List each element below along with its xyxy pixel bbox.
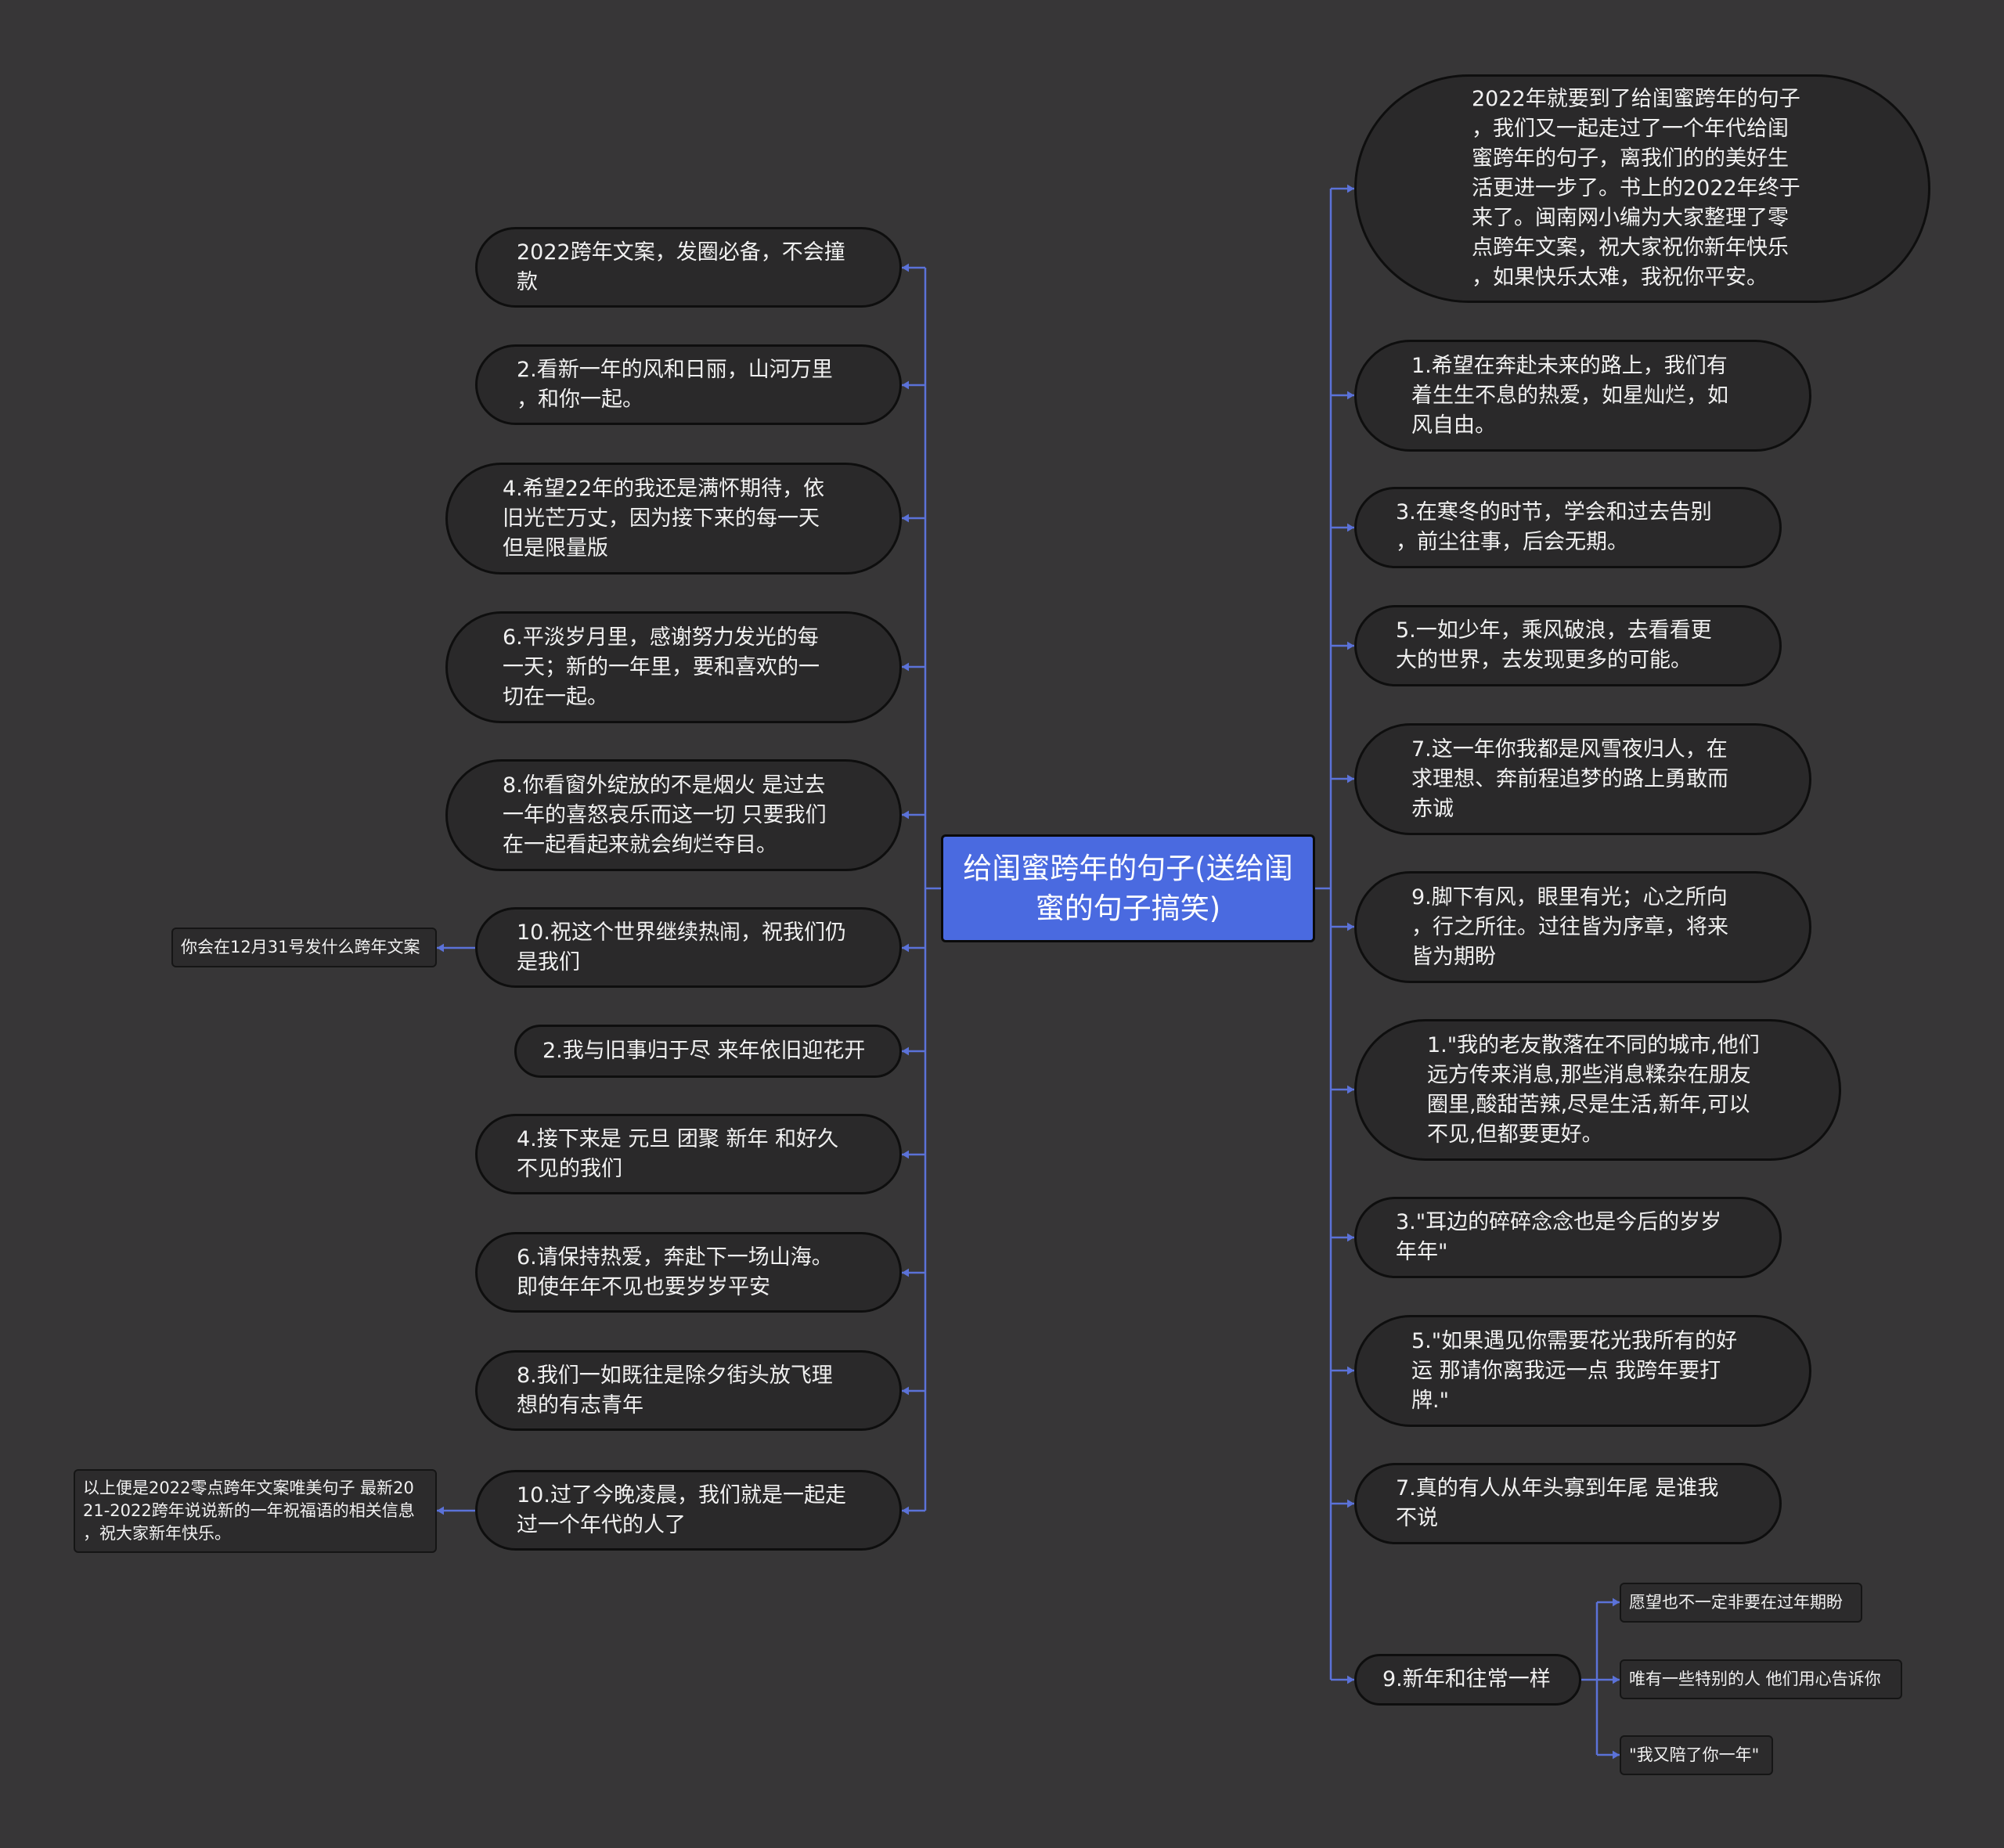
right-node-11[interactable]: 9.新年和往常一样 xyxy=(1354,1654,1581,1706)
left-node-1[interactable]: 2022跨年文案，发圈必备，不会撞 款 xyxy=(475,227,902,308)
left-node-4-label: 6.平淡岁月里，感谢努力发光的每 一天；新的一年里，要和喜欢的一 切在一起。 xyxy=(503,625,820,709)
root-label: 给闺蜜跨年的句子(送给闺 蜜的句子搞笑) xyxy=(963,852,1293,925)
arrow-icon xyxy=(902,263,909,272)
right-leaf-3[interactable]: "我又陪了你一年" xyxy=(1620,1735,1773,1775)
right-leaf-1[interactable]: 愿望也不一定非要在过年期盼 xyxy=(1620,1583,1862,1623)
right-node-1-label: 2022年就要到了给闺蜜跨年的句子 ，我们又一起走过了一个年代给闺 蜜跨年的句子… xyxy=(1472,87,1800,290)
arrow-icon xyxy=(902,1386,909,1396)
left-node-10-label: 8.我们一如既往是除夕街头放飞理 想的有志青年 xyxy=(517,1363,833,1418)
left-node-10[interactable]: 8.我们一如既往是除夕街头放飞理 想的有志青年 xyxy=(475,1350,902,1431)
arrow-icon xyxy=(1613,1675,1620,1684)
arrow-icon xyxy=(1347,1499,1354,1508)
arrow-icon xyxy=(902,1046,909,1056)
arrow-icon xyxy=(437,1506,444,1515)
right-node-10-label: 7.真的有人从年头寡到年尾 是谁我 不说 xyxy=(1396,1476,1719,1530)
right-node-11-label: 9.新年和往常一样 xyxy=(1382,1667,1551,1691)
left-node-9[interactable]: 6.请保持热爱，奔赴下一场山海。 即使年年不见也要岁岁平安 xyxy=(475,1232,902,1313)
left-node-1-label: 2022跨年文案，发圈必备，不会撞 款 xyxy=(517,240,845,294)
left-leaf-2-label: 以上便是2022零点跨年文案唯美句子 最新20 21-2022跨年说说新的一年祝… xyxy=(83,1479,415,1543)
right-node-4-label: 5.一如少年，乘风破浪，去看看更 大的世界，去发现更多的可能。 xyxy=(1396,618,1712,672)
arrow-icon xyxy=(1613,1598,1620,1607)
arrow-icon xyxy=(1347,1366,1354,1375)
arrow-icon xyxy=(1613,1750,1620,1760)
left-node-11-label: 10.过了今晚凌晨，我们就是一起走 过一个年代的人了 xyxy=(517,1482,846,1537)
right-leaf-3-label: "我又陪了你一年" xyxy=(1629,1745,1760,1764)
arrow-icon xyxy=(1347,774,1354,784)
left-node-7-label: 2.我与旧事归于尽 来年依旧迎花开 xyxy=(542,1039,866,1063)
left-node-9-label: 6.请保持热爱，奔赴下一场山海。 即使年年不见也要岁岁平安 xyxy=(517,1245,833,1299)
arrow-icon xyxy=(1347,1233,1354,1242)
arrow-icon xyxy=(902,1506,909,1515)
left-node-11[interactable]: 10.过了今晚凌晨，我们就是一起走 过一个年代的人了 xyxy=(475,1470,902,1551)
arrow-icon xyxy=(902,943,909,953)
arrow-icon xyxy=(437,943,444,953)
arrow-icon xyxy=(902,1268,909,1277)
arrow-icon xyxy=(1347,641,1354,650)
left-node-5-label: 8.你看窗外绽放的不是烟火 是过去 一年的喜怒哀乐而这一切 只要我们 在一起看起… xyxy=(503,773,827,857)
left-node-8-label: 4.接下来是 元旦 团聚 新年 和好久 不见的我们 xyxy=(517,1126,839,1181)
right-node-9[interactable]: 5."如果遇见你需要花光我所有的好 运 那请你离我远一点 我跨年要打 牌." xyxy=(1354,1315,1811,1427)
arrow-icon xyxy=(1347,523,1354,532)
arrow-icon xyxy=(902,1150,909,1159)
right-node-6[interactable]: 9.脚下有风，眼里有光；心之所向 ，行之所往。过往皆为序章，将来 皆为期盼 xyxy=(1354,871,1811,983)
arrow-icon xyxy=(902,380,909,390)
left-leaf-2[interactable]: 以上便是2022零点跨年文案唯美句子 最新20 21-2022跨年说说新的一年祝… xyxy=(74,1469,437,1553)
left-node-6[interactable]: 10.祝这个世界继续热闹，祝我们仍 是我们 xyxy=(475,907,902,988)
arrow-icon xyxy=(1347,391,1354,400)
left-node-5[interactable]: 8.你看窗外绽放的不是烟火 是过去 一年的喜怒哀乐而这一切 只要我们 在一起看起… xyxy=(445,759,902,871)
left-leaf-1[interactable]: 你会在12月31号发什么跨年文案 xyxy=(171,928,437,967)
right-node-3[interactable]: 3.在寒冬的时节，学会和过去告别 ，前尘往事，后会无期。 xyxy=(1354,487,1782,568)
right-node-2-label: 1.希望在奔赴未来的路上，我们有 着生生不息的热爱，如星灿烂，如 风自由。 xyxy=(1411,353,1728,438)
arrow-icon xyxy=(902,810,909,820)
arrow-icon xyxy=(902,662,909,672)
arrow-icon xyxy=(902,513,909,523)
right-node-6-label: 9.脚下有风，眼里有光；心之所向 ，行之所往。过往皆为序章，将来 皆为期盼 xyxy=(1411,884,1728,969)
right-node-10[interactable]: 7.真的有人从年头寡到年尾 是谁我 不说 xyxy=(1354,1463,1782,1544)
arrow-icon xyxy=(1347,184,1354,193)
right-node-7[interactable]: 1."我的老友散落在不同的城市,他们 远方传来消息,那些消息糅杂在朋友 圈里,酸… xyxy=(1354,1019,1841,1161)
right-leaf-2-label: 唯有一些特别的人 他们用心告诉你 xyxy=(1629,1670,1881,1688)
left-node-6-label: 10.祝这个世界继续热闹，祝我们仍 是我们 xyxy=(517,920,846,974)
right-node-1[interactable]: 2022年就要到了给闺蜜跨年的句子 ，我们又一起走过了一个年代给闺 蜜跨年的句子… xyxy=(1354,74,1930,303)
right-node-2[interactable]: 1.希望在奔赴未来的路上，我们有 着生生不息的热爱，如星灿烂，如 风自由。 xyxy=(1354,340,1811,452)
right-node-3-label: 3.在寒冬的时节，学会和过去告别 ，前尘往事，后会无期。 xyxy=(1396,500,1712,554)
right-node-5[interactable]: 7.这一年你我都是风雪夜归人，在 求理想、奔前程追梦的路上勇敢而 赤诚 xyxy=(1354,723,1811,835)
arrow-icon xyxy=(1347,1675,1354,1684)
arrow-icon xyxy=(1347,1085,1354,1094)
right-node-4[interactable]: 5.一如少年，乘风破浪，去看看更 大的世界，去发现更多的可能。 xyxy=(1354,605,1782,686)
left-node-4[interactable]: 6.平淡岁月里，感谢努力发光的每 一天；新的一年里，要和喜欢的一 切在一起。 xyxy=(445,611,902,723)
right-node-9-label: 5."如果遇见你需要花光我所有的好 运 那请你离我远一点 我跨年要打 牌." xyxy=(1411,1328,1738,1413)
right-node-5-label: 7.这一年你我都是风雪夜归人，在 求理想、奔前程追梦的路上勇敢而 赤诚 xyxy=(1411,737,1728,821)
arrow-icon xyxy=(1347,922,1354,931)
left-node-2[interactable]: 2.看新一年的风和日丽，山河万里 ，和你一起。 xyxy=(475,344,902,425)
left-leaf-1-label: 你会在12月31号发什么跨年文案 xyxy=(181,938,420,956)
left-node-8[interactable]: 4.接下来是 元旦 团聚 新年 和好久 不见的我们 xyxy=(475,1114,902,1194)
right-node-8-label: 3."耳边的碎碎念念也是今后的岁岁 年年" xyxy=(1396,1210,1722,1264)
left-node-2-label: 2.看新一年的风和日丽，山河万里 ，和你一起。 xyxy=(517,357,833,412)
right-node-8[interactable]: 3."耳边的碎碎念念也是今后的岁岁 年年" xyxy=(1354,1197,1782,1278)
left-node-3[interactable]: 4.希望22年的我还是满怀期待，依 旧光芒万丈，因为接下来的每一天 但是限量版 xyxy=(445,463,902,575)
right-leaf-2[interactable]: 唯有一些特别的人 他们用心告诉你 xyxy=(1620,1659,1902,1699)
right-node-7-label: 1."我的老友散落在不同的城市,他们 远方传来消息,那些消息糅杂在朋友 圈里,酸… xyxy=(1427,1032,1760,1147)
right-leaf-1-label: 愿望也不一定非要在过年期盼 xyxy=(1629,1593,1843,1612)
left-node-3-label: 4.希望22年的我还是满怀期待，依 旧光芒万丈，因为接下来的每一天 但是限量版 xyxy=(503,476,825,560)
root-node[interactable]: 给闺蜜跨年的句子(送给闺 蜜的句子搞笑) xyxy=(941,834,1315,942)
left-node-7[interactable]: 2.我与旧事归于尽 来年依旧迎花开 xyxy=(514,1025,902,1078)
